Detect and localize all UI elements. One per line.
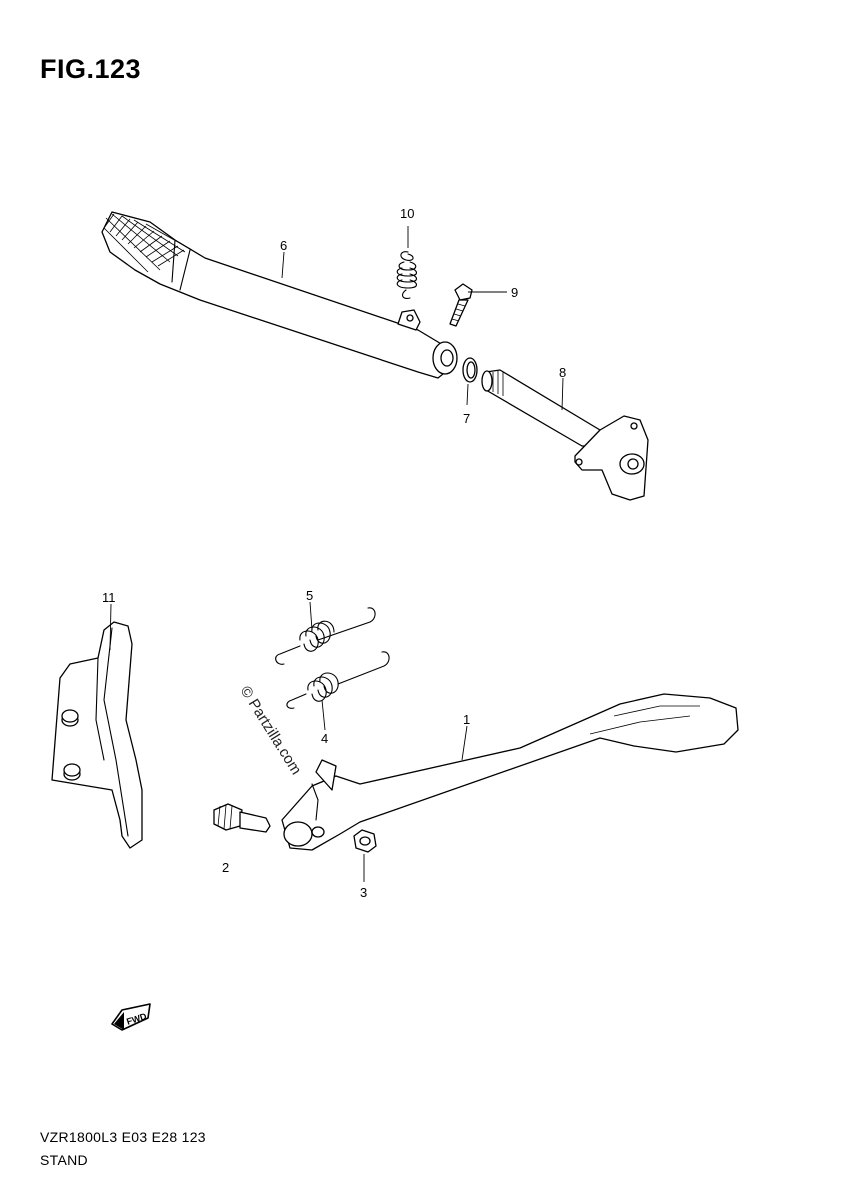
callout-2: 2 [222,860,229,875]
callout-6: 6 [280,238,287,253]
side-stand-part-1[interactable] [281,693,739,851]
callout-10: 10 [400,206,414,221]
diagram-name: STAND [40,1152,88,1168]
watermark-text: © Partzilla.com [237,683,305,778]
callout-3: 3 [360,885,367,900]
nut-part-3[interactable] [353,829,377,853]
spring-part-10[interactable] [396,251,418,299]
shaft-bracket-part-8[interactable] [481,369,649,501]
diagram-code: VZR1800L3 E03 E28 123 [40,1129,206,1145]
figure-title: FIG.123 [40,54,142,84]
callout-5: 5 [306,588,313,603]
stand-lever-part[interactable] [101,211,458,379]
callout-1: 1 [463,712,470,727]
forward-direction-icon: FWD [111,1003,151,1031]
washer-part-7[interactable] [462,357,478,383]
callout-9: 9 [511,285,518,300]
callout-8: 8 [559,365,566,380]
bracket-part-11[interactable] [51,621,143,849]
bolt-part-9[interactable] [449,283,473,327]
callout-4: 4 [321,731,328,746]
callout-7: 7 [463,411,470,426]
spring-part-5[interactable] [275,607,376,665]
callout-11: 11 [102,590,116,605]
pivot-bolt-part-2[interactable] [213,803,271,833]
spring-part-4[interactable] [286,651,390,709]
